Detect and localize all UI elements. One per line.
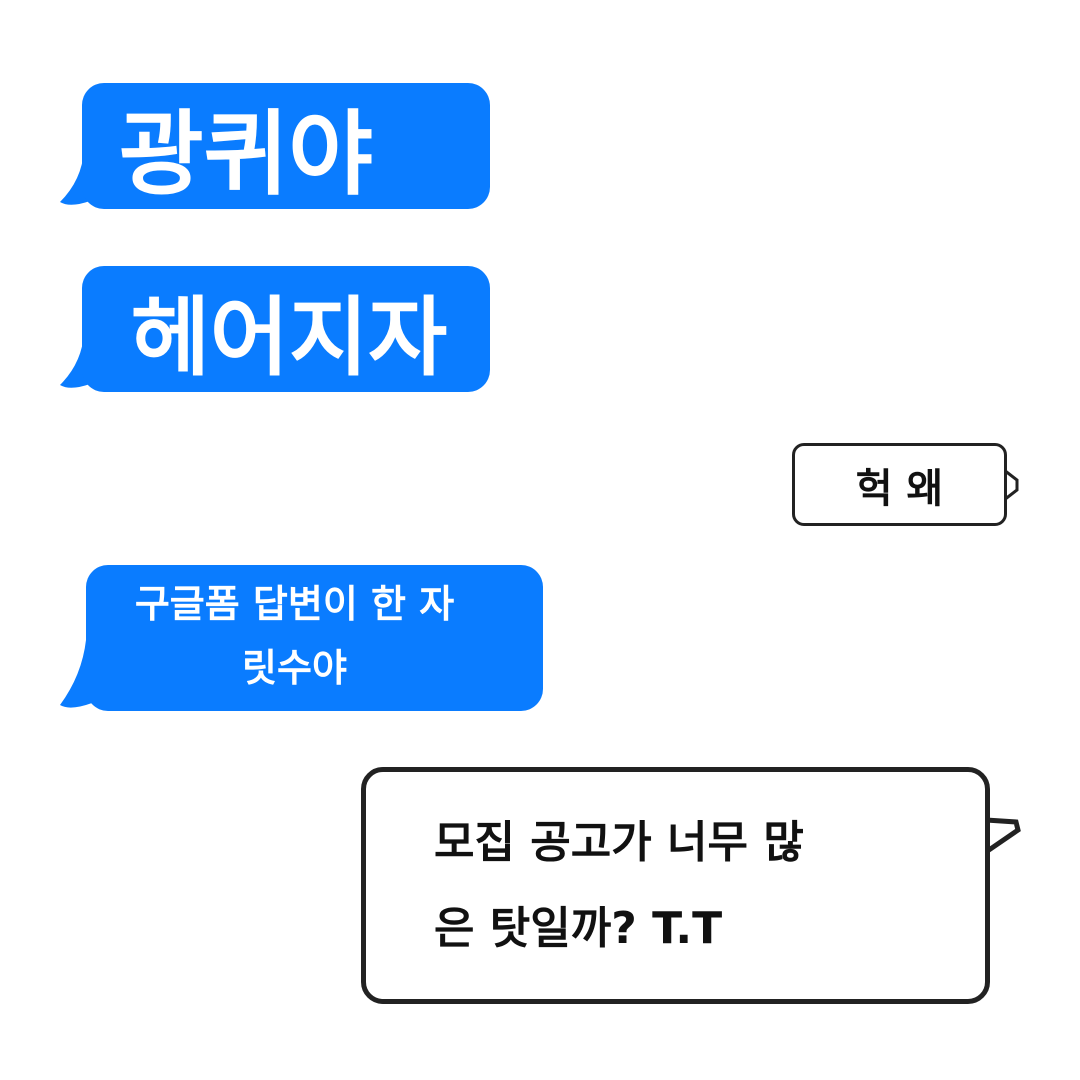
message-bubble: 광퀴야 (82, 83, 490, 209)
message-bubble: 구글폼 답변이 한 자 릿수야 (86, 565, 543, 711)
message-text: 헤어지자 (130, 287, 448, 388)
bubble-tail-5 (984, 817, 1021, 855)
message-text-line: 은 탓일까? T.T (434, 902, 723, 954)
message-text: 광퀴야 (119, 100, 373, 208)
message-text-line: 구글폼 답변이 한 자 (134, 582, 455, 626)
message-text-line: 모집 공고가 너무 많 (434, 816, 804, 868)
message-bubble: 헤어지자 (82, 266, 490, 392)
message-text: 헉 왜 (855, 465, 944, 512)
message-text-line: 릿수야 (242, 646, 347, 690)
message-bubble: 모집 공고가 너무 많 은 탓일까? T.T (361, 767, 990, 1004)
message-bubble: 헉 왜 (792, 443, 1007, 526)
